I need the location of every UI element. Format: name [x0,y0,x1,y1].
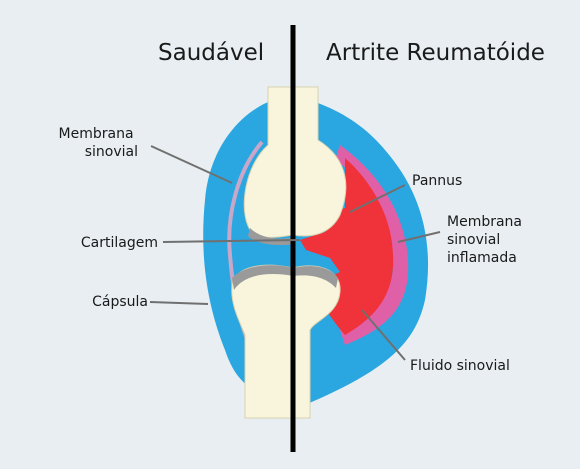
label-capsula: Cápsula [92,294,148,310]
heading-healthy: Saudável [158,40,264,66]
label-membrana-line2: sinovial [85,144,138,160]
label-membrana-inflamada-line2: sinovial [447,232,500,248]
label-membrana-inflamada-line1: Membrana [447,214,522,230]
label-pannus: Pannus [412,173,462,189]
label-cartilagem: Cartilagem [81,235,158,251]
label-membrana-line1: Membrana [59,126,134,142]
heading-rheumatoid-arthritis: Artrite Reumatóide [326,40,545,66]
label-membrana-inflamada-line3: inflamada [447,250,517,266]
label-fluido-sinovial: Fluido sinovial [410,358,510,374]
